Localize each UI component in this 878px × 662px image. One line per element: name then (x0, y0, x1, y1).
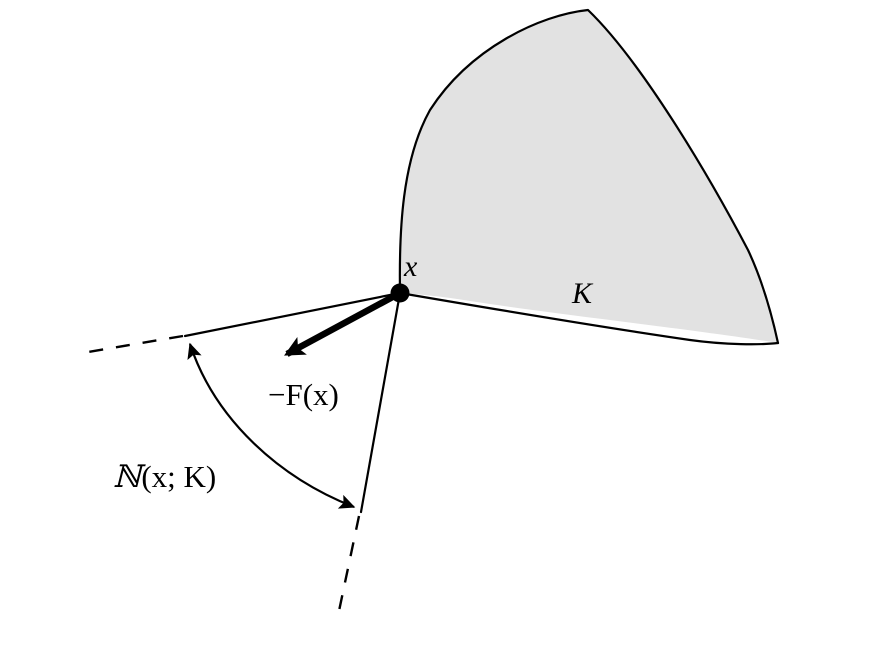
convex-set-fill (399, 10, 778, 343)
boundary-point-dot (390, 283, 410, 303)
convex-set-outline-top (398, 8, 780, 345)
normal-cone-label-args: (x; K) (141, 459, 216, 494)
normal-cone-upper-ray-dashed-extension (87, 334, 184, 354)
normal-cone-label-script-n: ℕ (113, 459, 146, 495)
force-vector-arrow (284, 290, 402, 357)
normal-cone-lower-ray-dashed-extension (337, 515, 361, 612)
normal-cone-upper-ray (183, 291, 402, 338)
normal-cone-lower-ray (359, 291, 402, 514)
normal-cone-angle-arc (187, 342, 356, 509)
set-label-K: K (571, 277, 594, 310)
point-label-x: x (403, 250, 418, 283)
convex-set-outline-bottom (398, 291, 780, 346)
normal-cone-label: ℕ(x; K) (113, 459, 216, 495)
force-label: −F(x) (268, 377, 339, 412)
